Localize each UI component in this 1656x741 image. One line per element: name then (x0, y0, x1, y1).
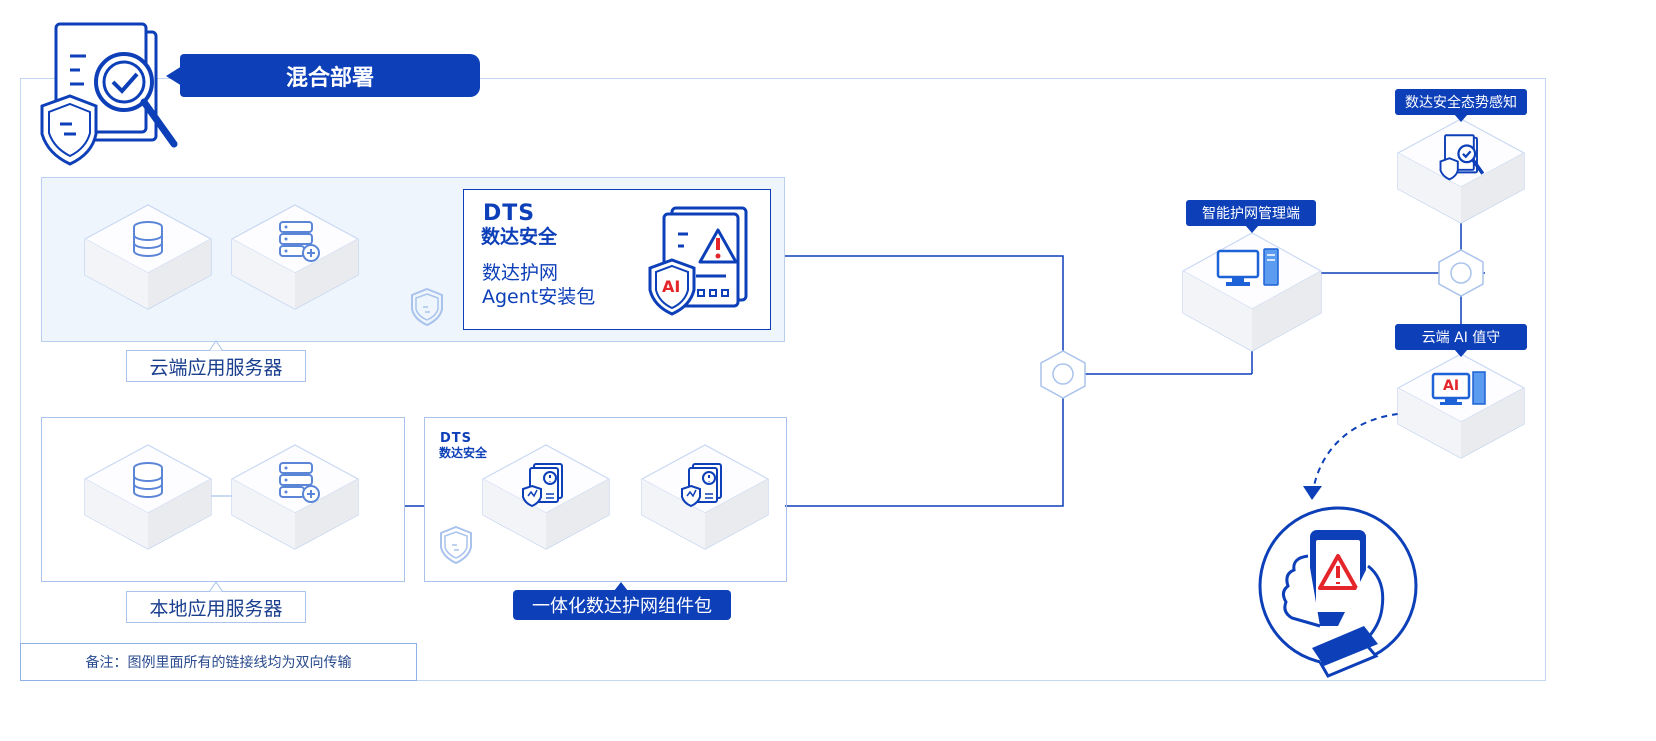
local-server-cube (231, 444, 359, 550)
agent-line-1: 数达护网 (482, 262, 559, 284)
situation-label-pointer (1454, 114, 1468, 122)
situation-label: 数达安全态势感知 (1395, 89, 1527, 115)
document-search-shield-icon (1439, 134, 1485, 181)
header-title: 混合部署 (285, 65, 374, 91)
management-label: 智能护网管理端 (1186, 200, 1316, 226)
ai-guard-label-pointer (1454, 349, 1468, 357)
agent-line-2: Agent安装包 (482, 286, 596, 308)
situation-awareness-cube (1397, 118, 1525, 224)
database-icon (133, 462, 163, 498)
package-brand-name: 数达安全 (439, 446, 488, 460)
local-db-cube (84, 444, 212, 550)
cloud-shield-icon (411, 288, 443, 326)
package-cube-1 (482, 444, 610, 550)
ai-badge: AI (662, 277, 681, 296)
local-server-label: 本地应用服务器 (126, 591, 306, 623)
dts-logo: DTS (483, 201, 536, 226)
package-dts-logo: DTS (440, 431, 473, 446)
footnote: 备注：图例里面所有的链接线均为双向传输 (20, 643, 417, 681)
ai-guard-label: 云端 AI 值守 (1395, 324, 1527, 350)
database-icon (133, 221, 163, 257)
hex-node-right (1438, 249, 1484, 297)
package-shield-icon (440, 526, 472, 564)
main-frame (20, 78, 1546, 681)
desktop-computer-icon (1216, 248, 1279, 286)
mobile-alert-illustration (1258, 506, 1418, 678)
cloud-db-cube (84, 204, 212, 310)
package-panel (424, 417, 787, 582)
ai-guard-cube (1397, 353, 1525, 459)
package-cube-2 (641, 444, 769, 550)
package-label-pill: 一体化数达护网组件包 (513, 590, 731, 620)
brand-name: 数达安全 (481, 226, 558, 248)
local-server-panel (41, 417, 405, 582)
header-title-pill: 混合部署 (180, 54, 480, 97)
ai-guard-ai-badge: AI (1443, 378, 1460, 394)
dashed-arrow (1313, 413, 1399, 487)
hex-node-center (1040, 350, 1086, 399)
cloud-server-label: 云端应用服务器 (126, 350, 306, 382)
management-cube (1182, 232, 1322, 352)
management-label-pointer (1245, 225, 1259, 233)
local-label-notch (209, 581, 223, 592)
pill-pointer (166, 66, 182, 86)
cloud-server-cube (231, 204, 359, 310)
ai-document-alert-icon (648, 206, 748, 316)
ai-computer-icon (1431, 371, 1486, 405)
document-search-shield-icon (40, 22, 178, 166)
package-label-pointer (614, 582, 628, 591)
cloud-label-notch (209, 340, 223, 351)
